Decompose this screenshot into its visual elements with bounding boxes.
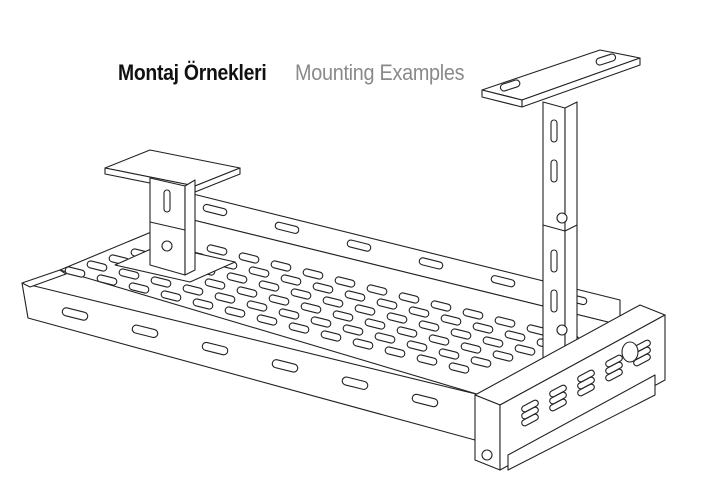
floor-slot — [322, 296, 344, 308]
floor-slot — [320, 330, 342, 342]
floor-slot — [246, 300, 268, 312]
front-slot — [61, 307, 89, 321]
floor-slot — [396, 326, 418, 338]
floor-slot — [96, 274, 118, 286]
page-title: Montaj Örnekleri Mounting Examples — [118, 60, 483, 86]
bracket-knob-icon — [621, 341, 639, 363]
left-hanger-bolt-icon — [161, 240, 173, 252]
bracket-slot — [521, 399, 539, 413]
floor-slot — [470, 356, 492, 368]
floor-slot — [364, 318, 386, 330]
back-slot — [346, 239, 372, 252]
floor-slot — [290, 288, 312, 300]
floor-slot — [160, 290, 182, 302]
floor-slot — [342, 324, 364, 336]
right-hanger — [481, 49, 641, 366]
floor-slot — [386, 312, 408, 324]
floor-slot — [514, 344, 536, 356]
floor-slot — [406, 340, 428, 352]
floor-slot — [492, 350, 514, 362]
front-slot — [341, 376, 369, 390]
floor-slot — [256, 314, 278, 326]
floor-slot — [448, 362, 470, 374]
floor-slot — [128, 282, 150, 294]
bracket-slot — [605, 354, 623, 368]
front-slot — [201, 341, 229, 356]
back-slot — [202, 203, 228, 217]
floor-slot — [334, 276, 356, 288]
end-support-bracket — [474, 304, 666, 471]
floor-slot — [462, 308, 484, 320]
floor-slot — [300, 302, 322, 314]
floor-slot — [192, 298, 214, 310]
back-slot — [274, 221, 300, 234]
bracket-bolt-icon — [481, 449, 493, 461]
floor-slot — [384, 346, 406, 358]
floor-slot — [226, 272, 248, 284]
floor-slot — [150, 276, 172, 288]
floor-slot — [366, 284, 388, 296]
floor-slot — [494, 316, 516, 328]
floor-slot — [416, 354, 438, 366]
front-slot — [131, 324, 159, 339]
floor-slot — [270, 260, 292, 272]
floor-slot — [280, 274, 302, 286]
floor-slot — [238, 252, 260, 264]
front-slot — [411, 393, 439, 408]
front-slot — [271, 359, 299, 373]
floor-slot — [310, 316, 332, 328]
floor-slot — [288, 322, 310, 334]
floor-slot — [430, 300, 452, 312]
left-hanger — [104, 149, 241, 276]
floor-slot — [408, 306, 430, 318]
floor-slot — [302, 268, 324, 280]
back-slot — [418, 257, 444, 270]
floor-slot — [428, 334, 450, 346]
floor-slot — [352, 338, 374, 350]
back-slot — [490, 275, 516, 288]
floor-slot — [224, 306, 246, 318]
floor-slot — [278, 308, 300, 320]
front-wall-slots — [61, 307, 439, 408]
floor-slot — [332, 310, 354, 322]
floor-slot — [440, 314, 462, 326]
floor-slot — [118, 268, 140, 280]
floor-slot — [504, 330, 526, 342]
floor-slot — [482, 336, 504, 348]
floor-slot — [374, 332, 396, 344]
floor-slot — [258, 280, 280, 292]
bracket-slot — [549, 384, 567, 398]
floor-slot — [438, 348, 460, 360]
right-hanger-bolt-icon — [556, 212, 568, 224]
right-hanger-lower-bolt-icon — [556, 324, 568, 336]
floor-slot — [86, 260, 108, 272]
floor-slot — [418, 320, 440, 332]
floor-slot — [460, 342, 482, 354]
bracket-slot — [577, 369, 595, 383]
floor-slot — [64, 266, 86, 278]
floor-slot — [398, 292, 420, 304]
floor-slot — [312, 282, 334, 294]
title-english: Mounting Examples — [294, 60, 465, 85]
floor-slot — [376, 298, 398, 310]
floor-slot — [182, 284, 204, 296]
floor-slot — [344, 290, 366, 302]
title-turkish: Montaj Örnekleri — [118, 60, 267, 85]
floor-slot — [268, 294, 290, 306]
floor-slot — [204, 278, 226, 290]
floor-slot — [206, 244, 228, 256]
floor-slot — [354, 304, 376, 316]
floor-slot — [450, 328, 472, 340]
floor-slot — [214, 292, 236, 304]
floor-slot — [248, 266, 270, 278]
floor-slot — [236, 286, 258, 298]
floor-slot — [472, 322, 494, 334]
